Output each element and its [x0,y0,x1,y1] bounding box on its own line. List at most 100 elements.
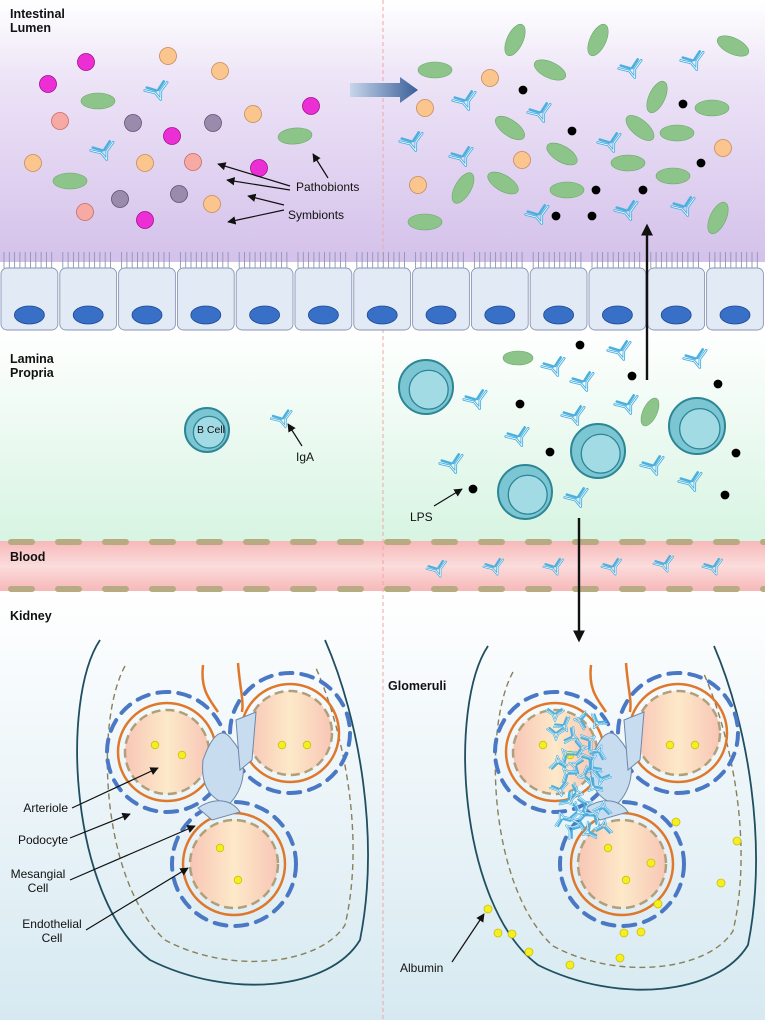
mesangial-cell [235,711,257,772]
pathobiont [277,127,313,145]
bowman-capsule-outer [76,639,369,986]
pathobiont [610,154,646,172]
lps-molecule [696,158,706,168]
nucleus [249,305,281,325]
vessel-wall-dash [102,539,129,545]
vessel-wall-dash [713,586,740,592]
albumin-leak [565,960,575,970]
vessel-wall-dash [55,586,82,592]
lps-molecule [567,126,577,136]
albumin-label: Albumin [400,961,444,975]
nucleus [602,305,633,325]
lps-molecule [515,399,525,409]
b-cell-nucleus [678,407,721,450]
vessel-wall-dash [55,539,82,545]
albumin-leak [671,817,681,827]
albumin-leak [716,878,726,888]
albumin-leak [732,836,742,846]
symbiont-magenta [136,211,154,229]
vessel-wall-dash [760,586,765,592]
pathobiont [640,397,660,427]
albumin [302,740,312,750]
vessel-wall-dash [290,539,317,545]
pathobiont [407,213,443,231]
afferent-arteriole [589,664,608,713]
albumin-leak [483,904,493,914]
symbiont-orange [481,69,499,87]
pathobiont [495,115,525,141]
nucleus [13,305,45,325]
symbiont-orange [203,195,221,213]
lps-molecule [720,490,730,500]
lps-molecule [545,447,555,457]
b-cell-nucleus [192,415,226,449]
nucleus [307,305,339,325]
pathobiont [625,115,655,141]
vessel-wall-dash [525,539,552,545]
nucleus [131,305,163,325]
vessel-wall-dash [8,586,35,592]
bowman-capsule-inner-diseased [494,671,742,969]
lps-label: LPS [410,510,433,524]
vessel-wall-dash [619,586,646,592]
diseased-glomerulus [464,645,757,991]
pathobiont [694,99,730,117]
symbiont-purple [124,114,142,132]
nucleus [190,305,222,325]
albumin [538,740,548,750]
lamina-propria-label: Lamina Propria [10,352,54,381]
b-cell-nucleus [580,433,621,474]
lps-molecule [591,185,601,195]
podocyte-layer [228,671,352,795]
pathobionts-label: Pathobionts [296,180,360,194]
symbiont-magenta [163,127,181,145]
symbiont-orange [24,154,42,172]
mesangial-cell [623,711,645,772]
b-cell-nucleus [408,369,449,410]
pathobiont [716,35,750,57]
afferent-arteriole [201,664,220,713]
mesangial-cell-label: Mesangial Cell [10,867,66,895]
vessel-wall-dash [149,586,176,592]
nucleus [543,305,574,325]
albumin-leak [524,947,534,957]
pathobiont [707,201,729,235]
vessel-wall-dash [384,586,411,592]
vessel-wall-dash [243,539,270,545]
iga-label: IgA [296,450,315,464]
albumin [277,740,287,750]
vessel-wall-dash [478,586,505,592]
symbiont-salmon [76,203,94,221]
albumin-leak [493,928,503,938]
albumin [215,843,225,853]
symbionts-label: Symbionts [288,208,345,222]
symbiont-orange [513,151,531,169]
albumin [690,740,700,750]
pathobiont [52,172,88,190]
pathobiont [502,350,534,366]
podocyte-layer [616,671,740,795]
lps-molecule [518,85,528,95]
lps-molecule [575,340,585,350]
lps-molecule [627,371,637,381]
albumin-leak [646,858,656,868]
pathobiont [546,142,578,166]
albumin [150,740,160,750]
b-cell-label: B Cell [197,424,226,436]
endothelial-cell-label: Endothelial Cell [22,917,82,945]
vessel-wall-dash [713,539,740,545]
symbiont-purple [111,190,129,208]
arteriole-label: Arteriole [23,801,68,815]
symbiont-orange [244,105,262,123]
symbiont-orange [714,139,732,157]
nucleus [484,305,516,325]
annotation-arrows [69,153,485,963]
podocyte-label: Podocyte [17,833,68,847]
albumin-leak [507,929,517,939]
symbiont-magenta [250,159,268,177]
symbiont-purple [170,185,188,203]
bowman-capsule-outer-diseased [464,645,757,991]
healthy-glomerulus [76,639,369,986]
